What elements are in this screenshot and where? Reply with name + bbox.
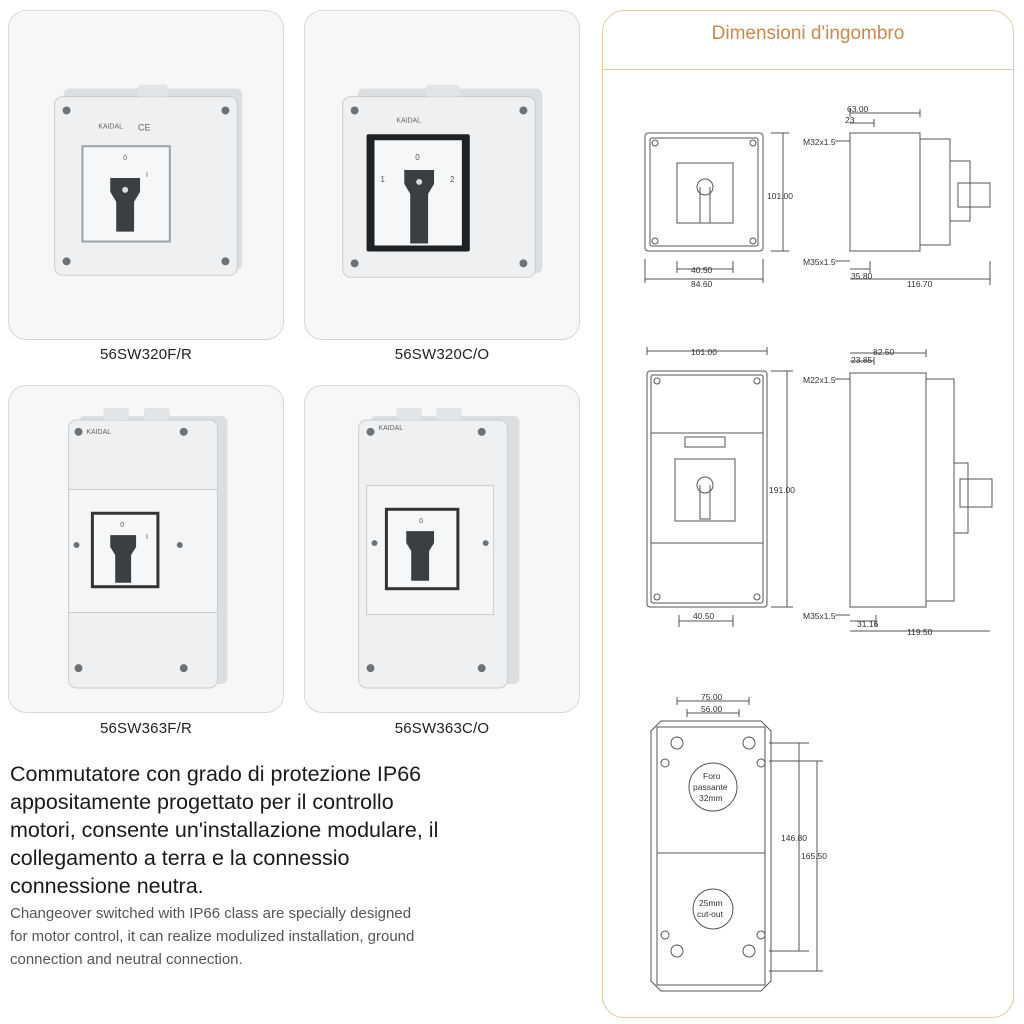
- hole-bottom-label: 25mm: [699, 898, 723, 908]
- product-card-3[interactable]: KAIDAL 0 I: [8, 385, 284, 713]
- dim-depth-2: 82.50: [873, 347, 895, 357]
- brand-label-1: KAIDAL: [98, 123, 123, 130]
- brand-label-4: KAIDAL: [378, 425, 403, 432]
- description-italian-line: Commutatore con grado di protezione IP66: [10, 762, 422, 786]
- dim-gland-bottom-1: M35x1.5: [803, 257, 836, 267]
- product-model-3: 56SW363F/R: [99, 720, 193, 737]
- product-image-3: KAIDAL 0 I: [68, 408, 228, 689]
- description-english-line: connection and neutral connection.: [10, 951, 243, 968]
- hole-top-label: passante: [693, 782, 728, 792]
- product-card-4[interactable]: KAIDAL 0: [304, 385, 580, 713]
- handle-label-2a: 1: [380, 175, 385, 184]
- product-card-1[interactable]: KAIDAL CE 0 I: [8, 10, 284, 340]
- dim-width-1: 84.60: [691, 279, 713, 289]
- title-divider: [603, 69, 1013, 70]
- handle-label-4a: 0: [419, 518, 423, 525]
- svg-text:CE: CE: [138, 122, 150, 132]
- dim-width-2: 101.00: [691, 347, 717, 357]
- product-card-2[interactable]: KAIDAL 1 0 2: [304, 10, 580, 340]
- dim-inner-3: 56.00: [701, 704, 723, 714]
- dim-depth-1: 63.00: [847, 104, 869, 114]
- dim-gland-top-1: M32x1.5: [803, 137, 836, 147]
- dim-total-depth-1: 116.70: [907, 279, 933, 289]
- rotary-knob-2: [404, 170, 435, 244]
- dim-inner-1: 40.50: [691, 265, 713, 275]
- handle-label-3b: I: [146, 534, 148, 541]
- dim-bottom-offset-1: 35.80: [851, 271, 873, 281]
- dim-total-depth-2: 119.50: [907, 627, 933, 637]
- rotary-knob-1: [110, 177, 141, 232]
- product-image-1: KAIDAL CE 0 I: [54, 84, 243, 276]
- dimensions-title: Dimensioni d'ingombro: [711, 23, 905, 44]
- dimensions-panel: Dimensioni d'ingombro: [602, 10, 1014, 1018]
- dim-outer-3: 75.00: [701, 692, 723, 702]
- description-english: Changeover switched with IP66 class are …: [10, 902, 590, 971]
- rotary-knob-4: [406, 531, 435, 581]
- rotary-knob-3: [110, 535, 137, 583]
- dim-top-offset-2: 23.85: [851, 355, 873, 365]
- product-image-4: KAIDAL 0: [358, 408, 520, 689]
- product-image-2: KAIDAL 1 0 2: [342, 84, 543, 278]
- handle-label-1a: 0: [123, 155, 127, 162]
- product-model-4: 56SW363C/O: [394, 720, 490, 737]
- dim-height-outer-3: 165.50: [801, 851, 827, 861]
- dim-gland-top-2: M22x1.5: [803, 375, 836, 385]
- dim-height-1: 101.00: [767, 191, 793, 201]
- description-english-line: for motor control, it can realize moduli…: [10, 928, 415, 945]
- handle-label-1b: I: [146, 172, 148, 179]
- handle-label-3a: 0: [120, 522, 124, 529]
- dim-gland-bottom-2: M35x1.5: [803, 611, 836, 621]
- dim-top-offset-1: 23: [845, 115, 855, 125]
- description-italian: Commutatore con grado di protezione IP66…: [10, 760, 590, 900]
- brand-label-3: KAIDAL: [86, 429, 111, 436]
- dim-bottom-offset-2: 31.16: [857, 619, 879, 629]
- hole-top-label: 32mm: [699, 793, 723, 803]
- product-model-1: 56SW320F/R: [99, 346, 193, 363]
- technical-drawings: 63.00 23 M32x1.5 101.00 M35x1.5 40.50 84…: [644, 104, 993, 992]
- hole-top-label: Foro: [703, 771, 721, 781]
- hole-bottom-label: cut-out: [697, 909, 724, 919]
- product-model-2: 56SW320C/O: [394, 346, 490, 363]
- description-italian-line: motori, consente un'installazione modula…: [10, 818, 439, 842]
- description-english-line: Changeover switched with IP66 class are …: [10, 905, 412, 922]
- description-italian-line: appositamente progettato per il controll…: [10, 790, 394, 814]
- dim-inner-2: 40.50: [693, 611, 715, 621]
- handle-label-2b: 0: [415, 153, 420, 162]
- description-italian-line: connessione neutra.: [10, 874, 204, 898]
- brand-label-2: KAIDAL: [396, 117, 421, 124]
- handle-label-2c: 2: [450, 175, 455, 184]
- dim-height-2: 191.00: [769, 485, 795, 495]
- dim-height-inner-3: 146.80: [781, 833, 807, 843]
- description-italian-line: collegamento a terra e la connessio: [10, 846, 350, 870]
